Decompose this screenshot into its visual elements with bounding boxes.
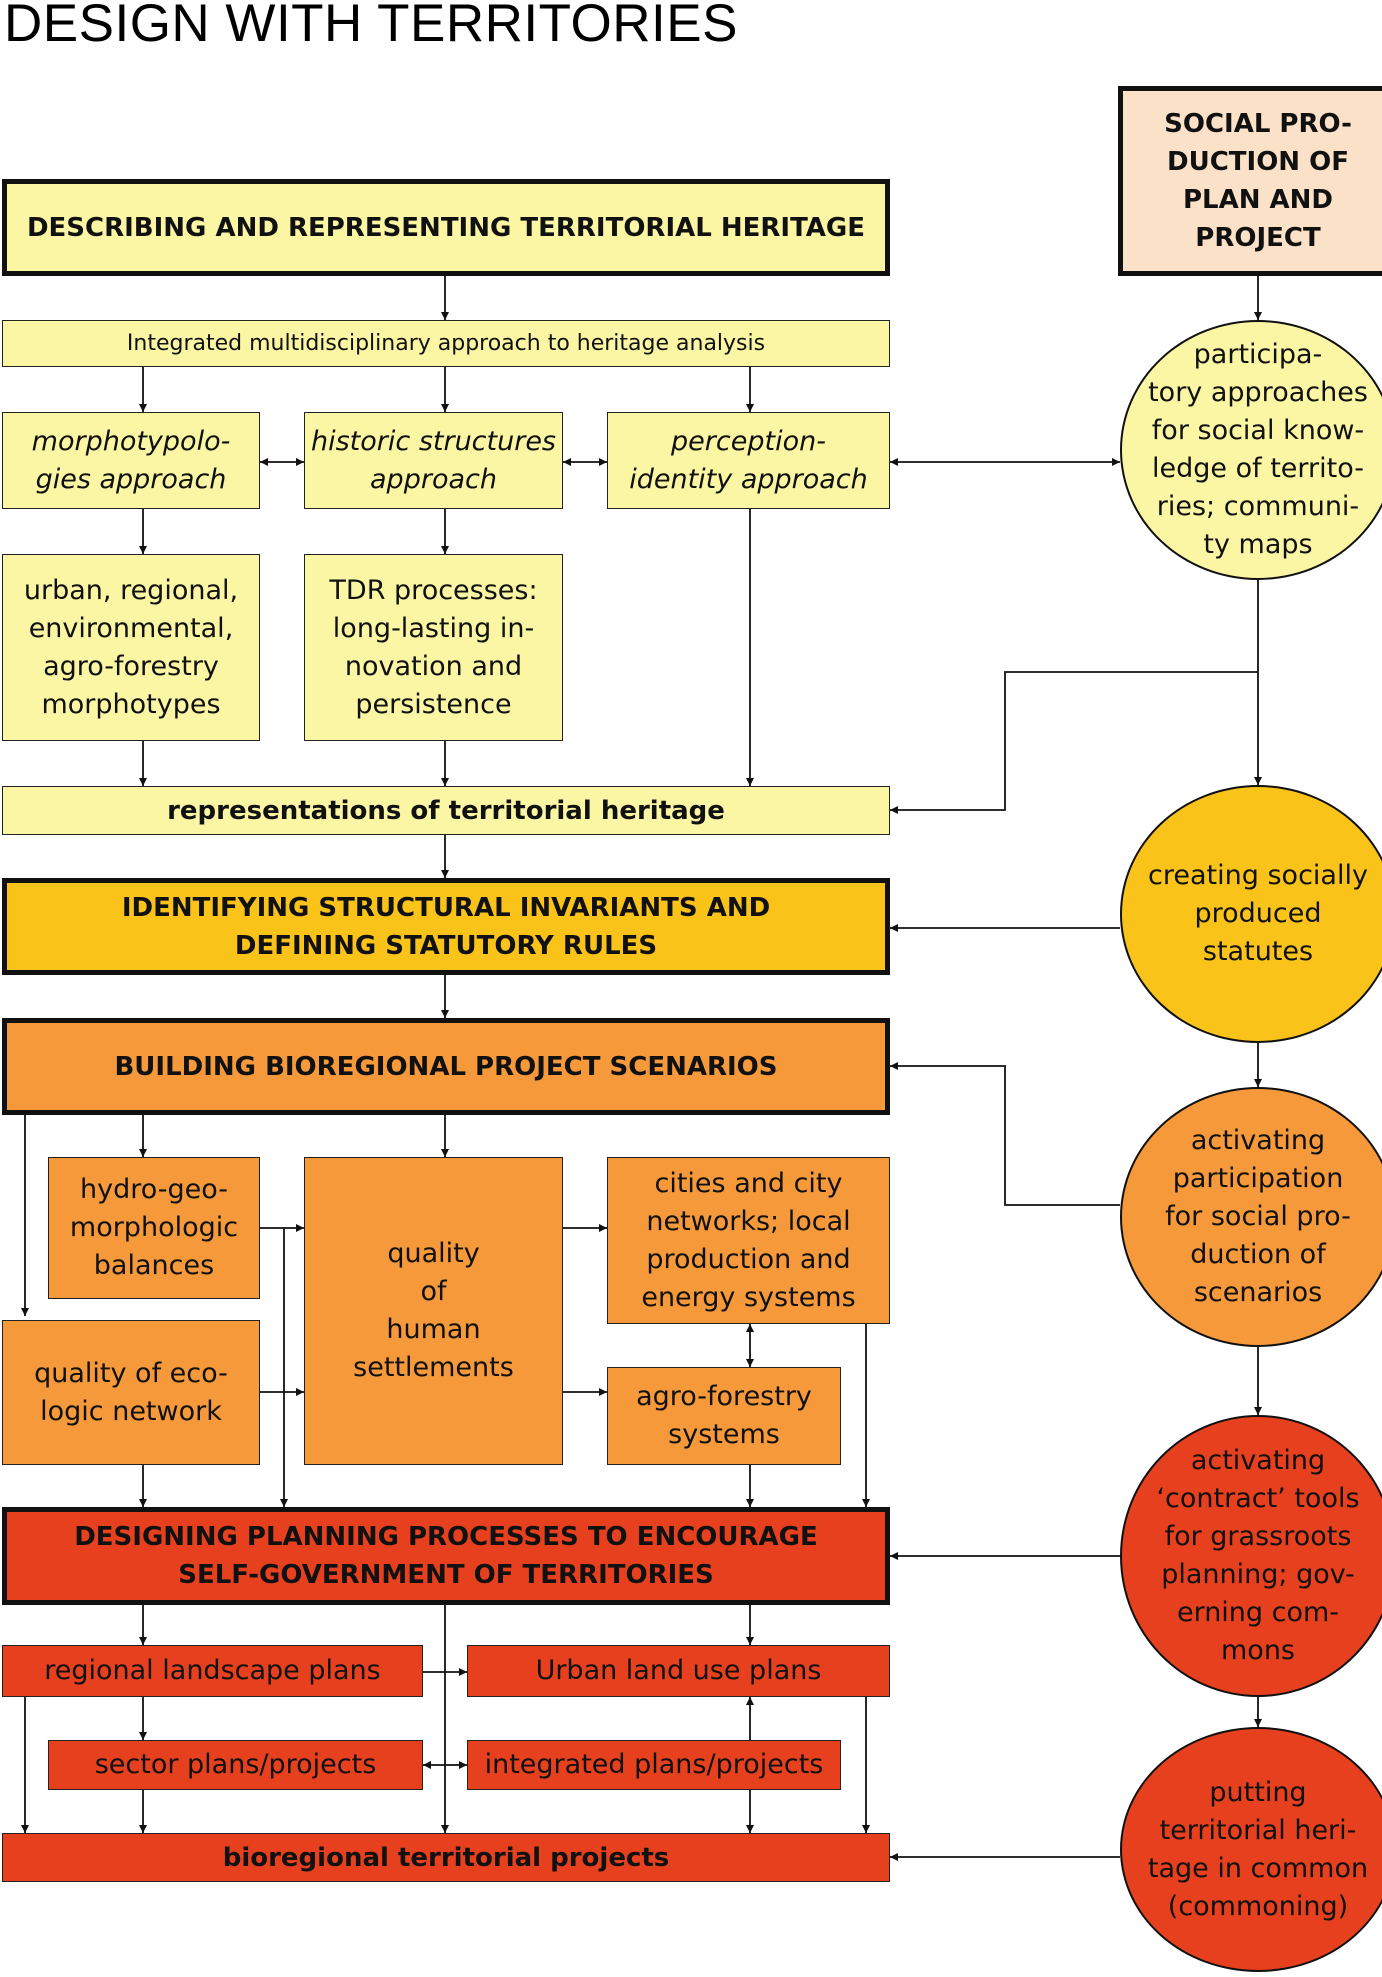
integrated-approach-box: Integrated multidisciplinary approach to… bbox=[2, 320, 890, 367]
morphotypes-box: urban, regional, environmental, agro-for… bbox=[2, 554, 260, 741]
arrow-participatory-to-representations bbox=[890, 671, 1258, 814]
arrow-participation-to-building bbox=[890, 1062, 1120, 1206]
integrated-plans-box: integrated plans/projects bbox=[467, 1740, 841, 1790]
tdr-processes-box: TDR processes: long-lasting in- novation… bbox=[304, 554, 563, 741]
ecologic-network-box: quality of eco- logic network bbox=[2, 1320, 260, 1465]
bioregional-projects-box: bioregional territorial projects bbox=[2, 1833, 890, 1882]
perception-identity-box: perception- identity approach bbox=[607, 412, 890, 509]
socially-produced-statutes-circle: creating socially produced statutes bbox=[1120, 785, 1382, 1043]
historic-structures-box: historic structures approach bbox=[304, 412, 563, 509]
regional-landscape-plans-box: regional landscape plans bbox=[2, 1645, 423, 1697]
representations-box: representations of territorial heritage bbox=[2, 786, 890, 835]
morphotypologies-box: morphotypolo- gies approach bbox=[2, 412, 260, 509]
urban-land-use-plans-box: Urban land use plans bbox=[467, 1645, 890, 1697]
commoning-circle: putting territorial heri- tage in common… bbox=[1120, 1727, 1382, 1972]
cities-networks-box: cities and city networks; local producti… bbox=[607, 1157, 890, 1324]
describing-heritage-box: DESCRIBING AND REPRESENTING TERRITORIAL … bbox=[2, 179, 890, 276]
designing-processes-box: DESIGNING PLANNING PROCESSES TO ENCOURAG… bbox=[2, 1507, 890, 1605]
human-settlements-box: quality of human settlements bbox=[304, 1157, 563, 1465]
participatory-approaches-circle: participa- tory approaches for social kn… bbox=[1120, 320, 1382, 580]
activating-participation-circle: activating participation for social pro-… bbox=[1120, 1087, 1382, 1347]
page-title: DESIGN WITH TERRITORIES bbox=[4, 0, 738, 53]
building-scenarios-box: BUILDING BIOREGIONAL PROJECT SCENARIOS bbox=[2, 1018, 890, 1115]
social-production-box: SOCIAL PRO- DUCTION OF PLAN AND PROJECT bbox=[1118, 86, 1382, 276]
hydro-geomorphologic-box: hydro-geo- morphologic balances bbox=[48, 1157, 260, 1299]
sector-plans-box: sector plans/projects bbox=[48, 1740, 423, 1790]
agro-forestry-systems-box: agro-forestry systems bbox=[607, 1367, 841, 1465]
contract-tools-circle: activating ‘contract’ tools for grassroo… bbox=[1120, 1415, 1382, 1697]
identifying-invariants-box: IDENTIFYING STRUCTURAL INVARIANTS AND DE… bbox=[2, 878, 890, 975]
